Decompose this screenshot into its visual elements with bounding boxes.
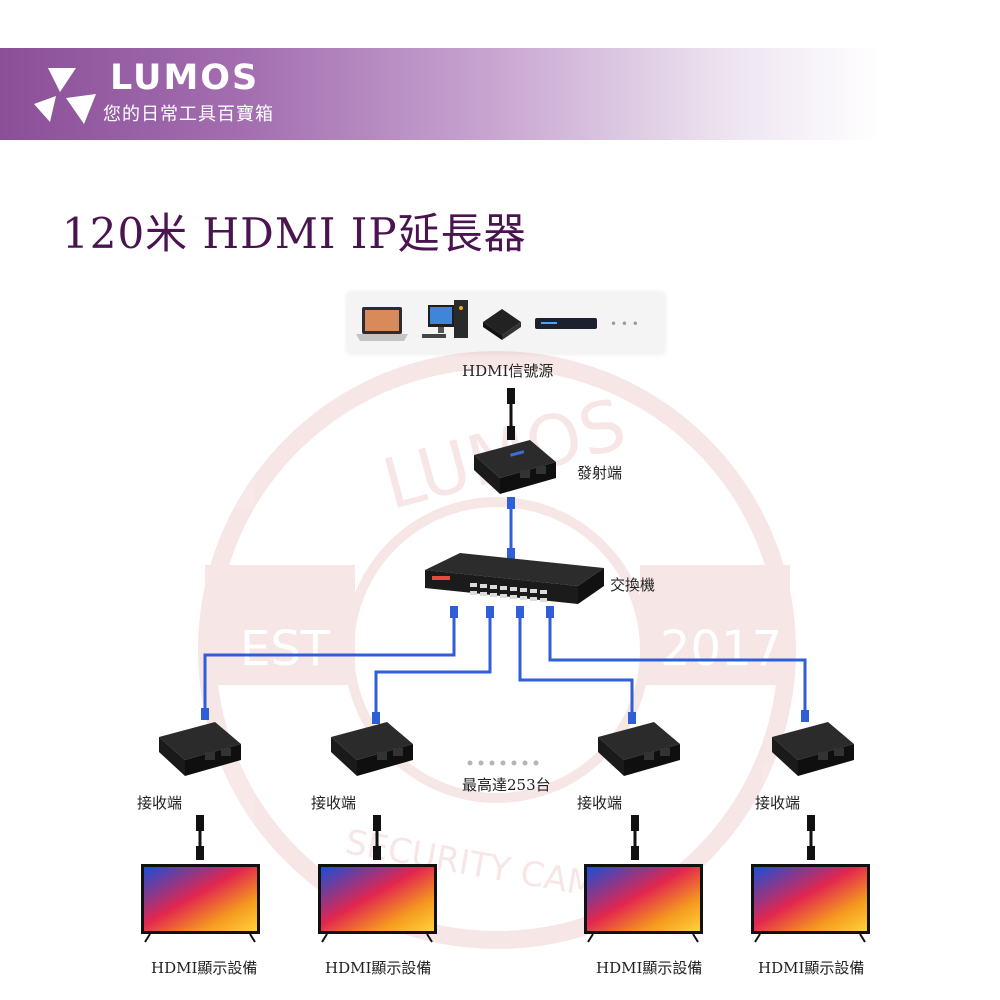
display-label-3: HDMI顯示設備 — [596, 959, 703, 977]
receiver-device-icon-3 — [598, 722, 680, 776]
display-icon-2 — [318, 864, 437, 943]
more-devices-ellipsis: • • • — [610, 317, 639, 331]
network-switch-icon — [425, 553, 604, 604]
receiver-label-4: 接收端 — [755, 794, 801, 812]
brand-tagline: 您的日常工具百寶箱 — [103, 104, 274, 125]
brand-name: LUMOS — [110, 58, 260, 98]
receiver-device-icon-4 — [772, 722, 854, 776]
display-icon-1 — [141, 864, 260, 943]
more-receivers-dots — [467, 760, 539, 766]
watermark: EST 2017 LUMOS SECURITY CAMERA — [198, 351, 796, 949]
display-icon-3 — [584, 864, 703, 943]
display-icon-4 — [751, 864, 870, 943]
lumos-logo-icon — [34, 68, 96, 124]
hdmi-cables-displays — [196, 815, 815, 860]
switch-label: 交換機 — [610, 576, 656, 594]
watermark-est: EST — [240, 621, 331, 677]
receiver-label-3: 接收端 — [577, 794, 623, 812]
max-receivers-label: 最高達253台 — [462, 776, 551, 794]
source-label: HDMI信號源 — [462, 362, 554, 380]
media-player-icon — [535, 318, 597, 329]
receiver-device-icon-2 — [331, 722, 413, 776]
transmitter-label: 發射端 — [577, 464, 623, 482]
receiver-label-1: 接收端 — [137, 794, 183, 812]
page-title: 120米 HDMI IP延長器 — [62, 209, 527, 258]
receiver-label-2: 接收端 — [311, 794, 357, 812]
hdmi-cable-source — [507, 388, 515, 440]
transmitter-device-icon — [474, 440, 556, 494]
receiver-device-icon-1 — [159, 722, 241, 776]
ethernet-plugs — [201, 497, 809, 724]
desktop-computer-icon — [422, 300, 468, 338]
display-label-1: HDMI顯示設備 — [151, 959, 258, 977]
laptop-icon — [356, 307, 408, 341]
watermark-year: 2017 — [660, 621, 782, 677]
display-label-2: HDMI顯示設備 — [325, 959, 432, 977]
header-banner — [0, 48, 1000, 140]
display-label-4: HDMI顯示設備 — [758, 959, 865, 977]
tv-box-icon — [483, 309, 521, 340]
